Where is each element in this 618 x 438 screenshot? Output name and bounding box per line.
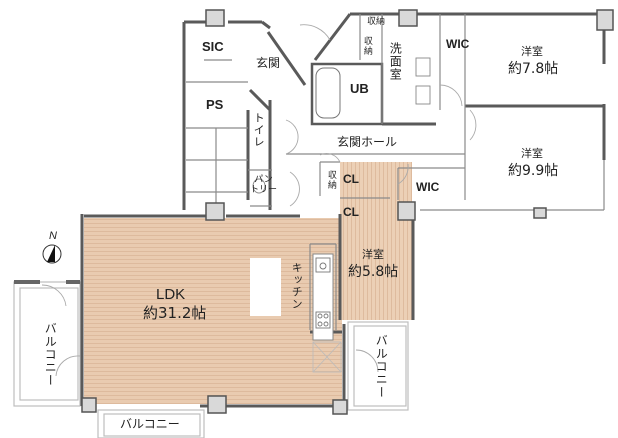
room-bedroom-2-size: 約9.9帖	[508, 163, 559, 179]
room-bedroom-1-size: 約7.8帖	[508, 61, 559, 77]
room-entrance-hall-label: 玄関ホール	[337, 135, 398, 149]
fridge-space	[312, 341, 342, 373]
balcony-left-label: バルコニー	[43, 322, 58, 387]
room-cl-2-label: CL	[343, 205, 359, 219]
room-bedroom-3-name: 洋室	[362, 248, 384, 261]
pillars	[81, 9, 614, 415]
room-bedroom-1-name: 洋室	[521, 45, 543, 58]
compass-icon	[42, 244, 62, 264]
room-wic-mid-label: WIC	[416, 180, 440, 194]
bathtub-icon	[315, 67, 341, 119]
toilet-icon	[252, 178, 266, 194]
room-toilet-label: トイレ	[252, 112, 266, 148]
room-storage-top-1-label: 収納	[367, 17, 386, 27]
room-wic-top-label: WIC	[446, 37, 470, 51]
pantry-line-2: トリー	[250, 184, 278, 195]
room-storage-hall-label: 収納	[325, 170, 336, 190]
room-bedroom-3-size: 約5.8帖	[348, 264, 399, 280]
bedroom-3-floor	[340, 162, 412, 320]
room-ldk-size: 約31.2帖	[143, 304, 207, 322]
room-ldk-name: LDK	[156, 286, 186, 303]
balcony-bottom	[97, 409, 205, 438]
kitchen-counter	[312, 253, 334, 341]
entry-diagonal-walls	[248, 13, 352, 112]
balcony-right	[347, 321, 409, 411]
room-cl-1-label: CL	[343, 172, 359, 186]
ldk-floor	[84, 218, 342, 404]
room-kitchen-label: キッチン	[290, 262, 304, 310]
compass-north-label: N	[49, 230, 57, 242]
room-storage-top-2-label: 収納	[361, 36, 372, 56]
room-sic-label: SIC	[202, 39, 224, 54]
washbasin-icon	[415, 57, 431, 105]
stove-icon	[315, 311, 331, 329]
interior-lines	[186, 14, 605, 330]
room-ps-label: PS	[206, 97, 224, 112]
door-swings	[41, 24, 477, 377]
pantry-line-1: パン	[254, 175, 273, 185]
balcony-right-label: バルコニー	[374, 334, 389, 399]
room-ub-label: UB	[350, 81, 369, 96]
balcony-left	[13, 281, 81, 407]
room-genkan-label: 玄関	[256, 56, 281, 70]
room-washroom-label: 洗面室	[388, 42, 403, 81]
room-bedroom-2-name: 洋室	[521, 147, 543, 160]
balcony-bottom-label: バルコニー	[120, 417, 180, 431]
room-pantry-label: パン トリー	[250, 175, 278, 196]
kitchen-island	[250, 258, 281, 316]
sink-icon	[315, 257, 331, 273]
